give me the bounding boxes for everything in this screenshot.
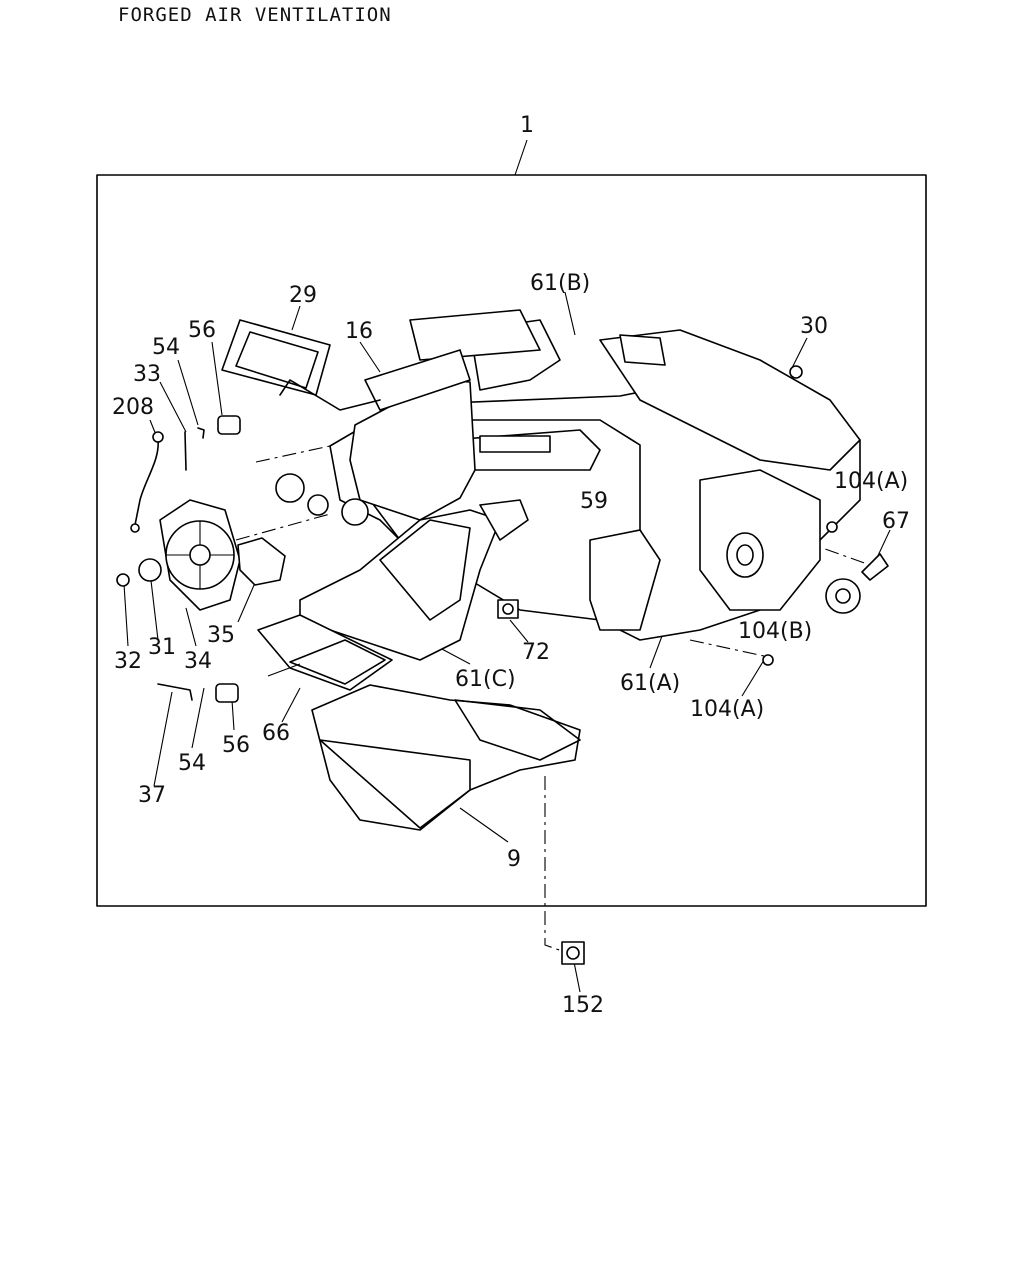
- callout-35: 35: [207, 623, 235, 648]
- callout-61a: 61(A): [620, 671, 680, 696]
- callout-61c: 61(C): [455, 667, 516, 692]
- callout-56-bottom: 56: [222, 733, 250, 758]
- assembly-frame: [96, 174, 927, 907]
- callout-16: 16: [345, 319, 373, 344]
- callout-29: 29: [289, 283, 317, 308]
- callout-59: 59: [580, 489, 608, 514]
- callout-152: 152: [562, 993, 604, 1018]
- foot-duct-61c: [299, 499, 529, 661]
- callout-56-top: 56: [188, 318, 216, 343]
- callout-104a-top: 104(A): [834, 469, 908, 494]
- hardware: [497, 365, 889, 965]
- callout-labels: 1 29 16 61(B) 30 56 54 33 208 59 104(A) …: [112, 113, 910, 1018]
- callout-67: 67: [882, 509, 910, 534]
- mode-actuator-assembly: [116, 473, 369, 611]
- callout-66: 66: [262, 721, 290, 746]
- callout-72: 72: [522, 640, 550, 665]
- callout-61b: 61(B): [530, 271, 590, 296]
- callout-54-top: 54: [152, 335, 180, 360]
- callout-34: 34: [184, 649, 212, 674]
- callout-104a-bottom: 104(A): [690, 697, 764, 722]
- callout-54-bottom: 54: [178, 751, 206, 776]
- callout-30: 30: [800, 314, 828, 339]
- callout-104b: 104(B): [738, 619, 812, 644]
- callout-208: 208: [112, 395, 154, 420]
- callout-31: 31: [148, 635, 176, 660]
- callout-32: 32: [114, 649, 142, 674]
- callout-33: 33: [133, 362, 161, 387]
- lower-case-9: [311, 684, 581, 831]
- duct-16: [349, 349, 476, 521]
- diagram-title: FORGED AIR VENTILATION: [118, 4, 392, 26]
- link-parts: [130, 415, 241, 703]
- callout-1: 1: [520, 113, 534, 138]
- filter-66: [257, 614, 393, 691]
- callout-37: 37: [138, 783, 166, 808]
- callout-9: 9: [507, 847, 521, 872]
- frame-29: [221, 319, 381, 411]
